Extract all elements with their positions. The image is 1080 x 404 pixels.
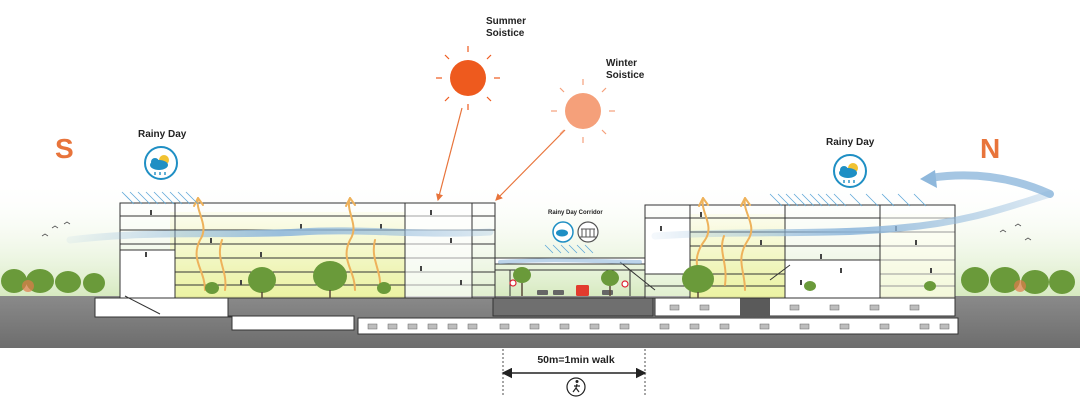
scale-label: 50m=1min walk [537, 354, 615, 366]
corridor-shelter-icon [577, 221, 599, 243]
rain-hatching [121, 191, 927, 254]
south-label: S [55, 133, 74, 164]
car-icon [537, 290, 613, 295]
winter-sun-icon [551, 79, 615, 143]
rainy-day-label-left: Rainy Day [138, 129, 187, 140]
bird-icon [41, 221, 1032, 241]
rain-cloud-icon [833, 154, 867, 188]
basement-parking [357, 297, 959, 335]
summer-sun-ray [436, 107, 463, 202]
winter-sun-ray [495, 129, 566, 201]
rainy-day-corridor-label: Rainy Day Corridor [548, 210, 603, 216]
pedestrian-icon [566, 377, 586, 397]
north-label: N [980, 133, 1001, 164]
parking-cars [367, 304, 950, 330]
bus-icon [576, 285, 589, 296]
tree-icon [1, 261, 1075, 298]
rain-cloud-icon [144, 146, 178, 180]
no-entry-sign-icon [509, 279, 629, 288]
basement-left [94, 297, 355, 331]
winter-solstice-label: Winter Soistice [606, 58, 645, 81]
ramps [124, 261, 791, 315]
rainy-day-label-right: Rainy Day [826, 137, 875, 148]
summer-sun-icon [436, 46, 500, 110]
airflow-arrows [66, 170, 1054, 264]
left-building [119, 202, 496, 299]
summer-solstice-label: Summer Soistice [486, 16, 527, 39]
rain-cloud-icon [552, 221, 574, 243]
